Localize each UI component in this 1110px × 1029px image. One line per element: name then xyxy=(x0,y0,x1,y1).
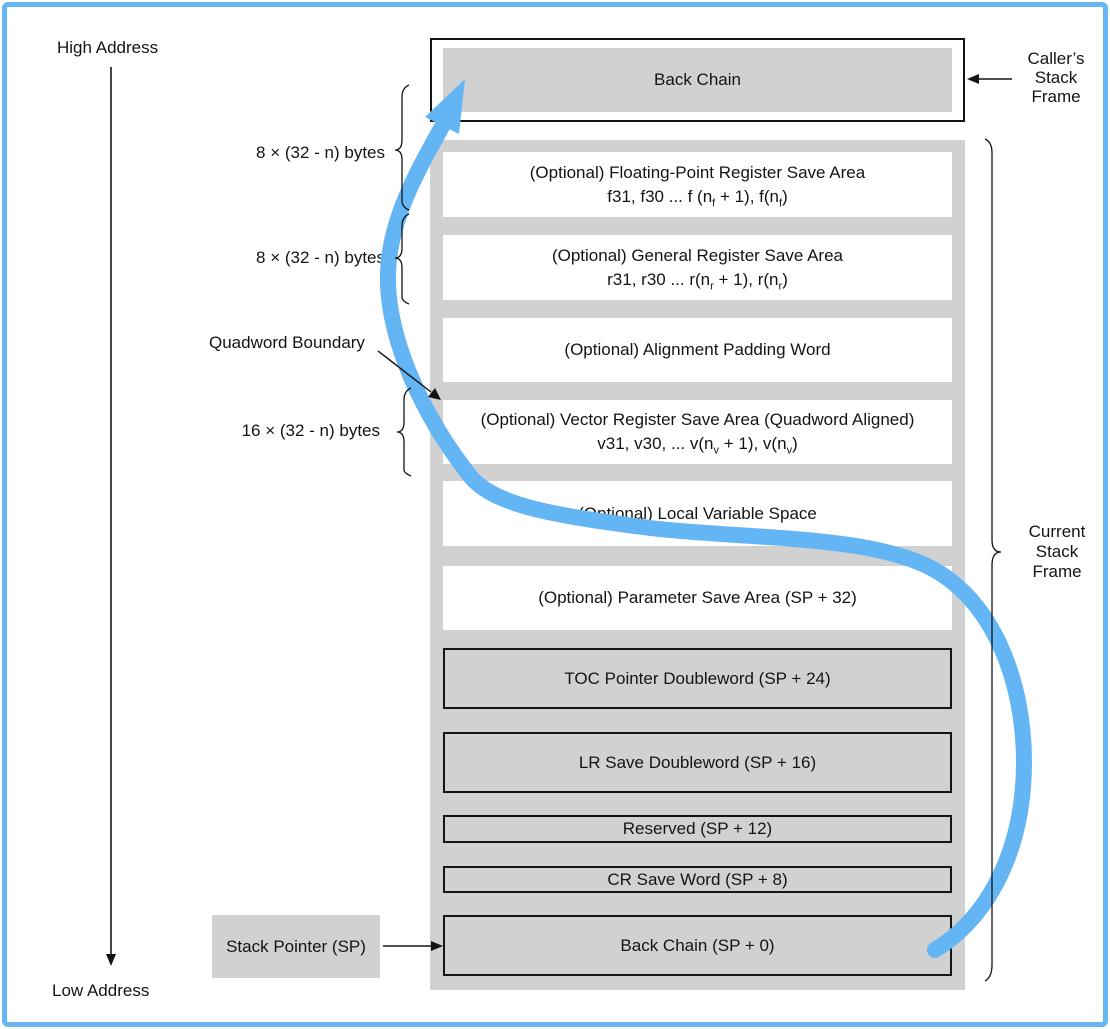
callers-stack-frame-label: Caller’s Stack Frame xyxy=(1014,49,1098,106)
current-frame-line3: Frame xyxy=(1032,562,1082,581)
reserved-label: Reserved (SP + 12) xyxy=(622,819,773,838)
caller-back-chain-fill: Back Chain xyxy=(443,48,952,112)
current-frame-line1: Current xyxy=(1028,522,1086,541)
back-chain-sp0-box: Back Chain (SP + 0) xyxy=(443,915,952,976)
gr-save-area-registers: r31, r30 ... r(nr + 1), r(nr) xyxy=(607,269,788,292)
fp-save-area-registers: f31, f30 ... f (nf + 1), f(nf) xyxy=(607,186,788,209)
alignment-padding-label: (Optional) Alignment Padding Word xyxy=(564,340,831,359)
quadword-boundary-arrow-line xyxy=(377,350,432,393)
caller-back-chain-box: Back Chain xyxy=(430,38,965,122)
local-variable-space-box: (Optional) Local Variable Space xyxy=(443,481,952,546)
address-axis-arrowhead-icon xyxy=(106,954,116,966)
local-variable-space-label: (Optional) Local Variable Space xyxy=(578,503,817,523)
vector-save-area-registers: v31, v30, ... v(nv + 1), v(nv) xyxy=(597,434,798,457)
callers-frame-line3: Frame xyxy=(1031,87,1081,106)
reserved-box: Reserved (SP + 12) xyxy=(443,815,952,843)
parameter-save-area-box: (Optional) Parameter Save Area (SP + 32) xyxy=(443,566,952,630)
fp-size-label: 8 × (32 - n) bytes xyxy=(256,143,385,162)
current-stack-frame-label: Current Stack Frame xyxy=(1016,522,1098,582)
back-chain-sp0-label: Back Chain (SP + 0) xyxy=(620,935,775,955)
gr-size-brace-icon xyxy=(394,213,410,305)
low-address-label: Low Address xyxy=(52,981,150,1000)
alignment-padding-box: (Optional) Alignment Padding Word xyxy=(443,318,952,382)
quadword-boundary-label: Quadword Boundary xyxy=(209,333,365,352)
vector-size-brace-icon xyxy=(396,387,412,477)
toc-pointer-box: TOC Pointer Doubleword (SP + 24) xyxy=(443,648,952,709)
gr-size-label: 8 × (32 - n) bytes xyxy=(256,248,385,267)
cr-save-word-label: CR Save Word (SP + 8) xyxy=(607,869,788,889)
current-frame-brace-icon xyxy=(984,138,1002,982)
current-frame-line2: Stack xyxy=(1035,542,1079,561)
caller-frame-arrowhead-icon xyxy=(967,74,979,84)
cr-save-word-box: CR Save Word (SP + 8) xyxy=(443,866,952,893)
general-register-save-area-box: (Optional) General Register Save Area r3… xyxy=(443,235,952,300)
lr-save-box: LR Save Doubleword (SP + 16) xyxy=(443,732,952,793)
parameter-save-area-label: (Optional) Parameter Save Area (SP + 32) xyxy=(538,588,857,607)
stack-pointer-label: Stack Pointer (SP) xyxy=(226,936,366,956)
vector-register-save-area-box: (Optional) Vector Register Save Area (Qu… xyxy=(443,400,952,464)
lr-save-label: LR Save Doubleword (SP + 16) xyxy=(578,752,817,772)
fp-save-area-title: (Optional) Floating-Point Register Save … xyxy=(529,162,866,182)
gr-save-area-title: (Optional) General Register Save Area xyxy=(551,245,844,265)
vector-size-label: 16 × (32 - n) bytes xyxy=(241,421,380,440)
callers-frame-line2: Stack xyxy=(1034,68,1078,87)
high-address-label: High Address xyxy=(57,38,159,57)
fp-register-save-area-box: (Optional) Floating-Point Register Save … xyxy=(443,152,952,217)
toc-pointer-label: TOC Pointer Doubleword (SP + 24) xyxy=(564,668,831,688)
callers-frame-line1: Caller’s xyxy=(1027,49,1085,68)
stack-pointer-box: Stack Pointer (SP) xyxy=(212,915,380,978)
current-stack-frame-container: (Optional) Floating-Point Register Save … xyxy=(430,140,965,990)
fp-size-brace-icon xyxy=(394,84,410,211)
vector-save-area-title: (Optional) Vector Register Save Area (Qu… xyxy=(480,410,915,429)
